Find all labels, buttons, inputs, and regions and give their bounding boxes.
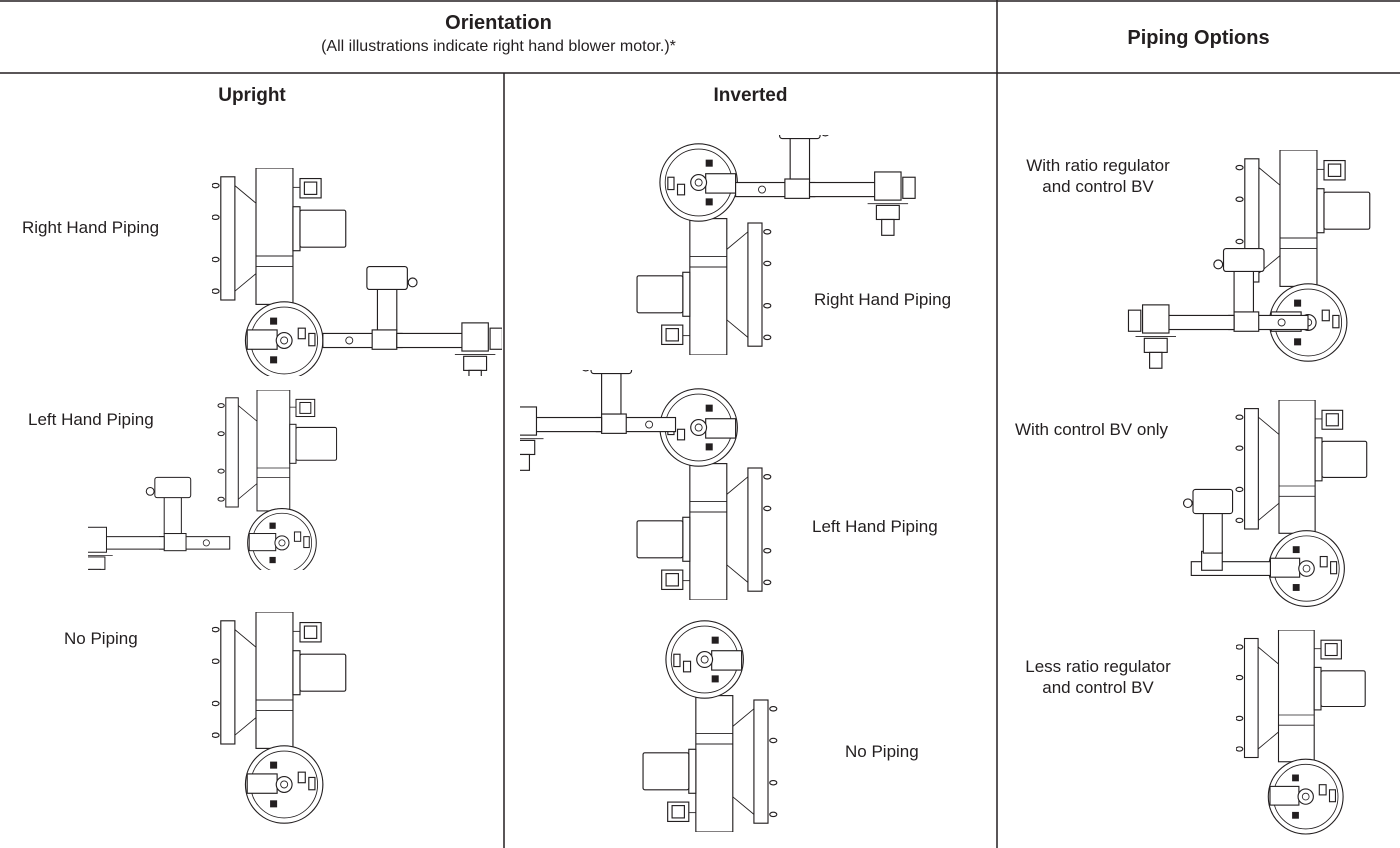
option-ratio-regulator-illustration xyxy=(1127,150,1371,369)
inverted-right-hand-label: Right Hand Piping xyxy=(814,290,952,309)
piping-options-title: Piping Options xyxy=(1127,27,1270,49)
option-ratio-regulator-label: With ratio regulator and control BV xyxy=(1026,156,1170,196)
upright-left-hand-label: Left Hand Piping xyxy=(28,410,154,429)
option-less-ratio-regulator-label: Less ratio regulator and control BV xyxy=(1025,657,1171,697)
option-control-bv-only-label: With control BV only xyxy=(1015,420,1169,439)
upright-no-piping-label: No Piping xyxy=(64,629,138,648)
upright-right-hand-piping-illustration xyxy=(212,168,502,376)
option-control-bv-only-illustration xyxy=(1182,400,1368,607)
inverted-no-piping-label: No Piping xyxy=(845,742,919,761)
inverted-left-hand-label: Left Hand Piping xyxy=(812,517,938,536)
inverted-column-title: Inverted xyxy=(713,85,788,106)
inverted-right-hand-piping-illustration xyxy=(636,135,916,355)
inverted-left-hand-piping-illustration xyxy=(520,370,772,600)
orientation-title: Orientation xyxy=(445,12,552,34)
inverted-no-piping-illustration xyxy=(642,620,778,832)
upright-right-hand-label: Right Hand Piping xyxy=(22,218,160,237)
upright-column-title: Upright xyxy=(218,85,286,106)
orientation-note: (All illustrations indicate right hand b… xyxy=(321,38,676,55)
option-less-ratio-regulator-illustration xyxy=(1236,630,1366,835)
upright-no-piping-illustration xyxy=(212,612,347,824)
upright-left-hand-piping-illustration xyxy=(88,390,338,570)
